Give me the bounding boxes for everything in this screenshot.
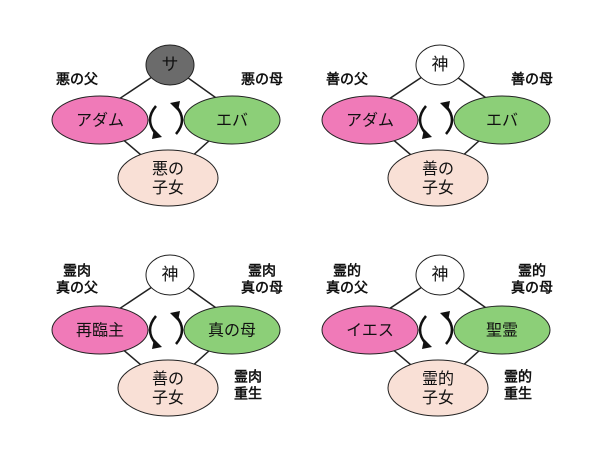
diagram-panel-3: 神善の子女再臨主真の母霊肉真の父霊肉真の母霊肉重生 bbox=[51, 254, 283, 417]
father-node bbox=[51, 305, 149, 355]
child-node bbox=[117, 149, 219, 207]
father-node bbox=[321, 95, 419, 145]
child-node-label: 霊的 bbox=[422, 369, 454, 388]
father-title-label: 霊的 bbox=[333, 263, 361, 280]
father-title-label: 善の父 bbox=[326, 71, 369, 88]
child-node-label: 子女 bbox=[152, 388, 184, 407]
exchange-arrows-icon bbox=[148, 101, 184, 139]
father-title-label: 真の父 bbox=[326, 279, 369, 296]
exchange-arrows-icon bbox=[148, 311, 184, 349]
child-node bbox=[387, 359, 489, 417]
child-node-label: 子女 bbox=[422, 388, 454, 407]
child-node bbox=[387, 149, 489, 207]
father-node-label: アダム bbox=[76, 111, 124, 130]
mother-title-label: 悪の母 bbox=[241, 72, 283, 88]
child-node-label: 善の bbox=[422, 159, 454, 178]
father-node-label: イエス bbox=[346, 321, 394, 340]
father-title-label: 霊肉 bbox=[63, 263, 91, 280]
diagram-panel-4: 神霊的子女イエス聖霊霊的真の父霊的真の母霊的重生 bbox=[321, 254, 553, 417]
rebirth-label: 霊肉 bbox=[234, 369, 262, 386]
top-node-label: 神 bbox=[432, 265, 449, 285]
father-node-label: アダム bbox=[346, 111, 394, 130]
father-node bbox=[51, 95, 149, 145]
father-node-label: 再臨主 bbox=[76, 321, 124, 340]
child-node-label: 悪の bbox=[152, 159, 184, 178]
mother-node bbox=[453, 95, 551, 145]
child-node-label: 善の bbox=[152, 369, 184, 388]
mother-title-label: 霊肉 bbox=[248, 263, 276, 280]
mother-title-label: 真の母 bbox=[241, 279, 283, 296]
rebirth-label: 重生 bbox=[234, 385, 262, 402]
father-title-label: 真の父 bbox=[56, 279, 99, 296]
mother-title-label: 真の母 bbox=[511, 279, 553, 296]
top-node-label: サ bbox=[162, 55, 179, 75]
rebirth-label: 霊的 bbox=[504, 369, 532, 386]
child-node-label: 子女 bbox=[422, 178, 454, 197]
top-node bbox=[415, 44, 465, 86]
top-node bbox=[415, 254, 465, 296]
exchange-arrows-icon bbox=[418, 311, 454, 349]
mother-node bbox=[183, 305, 281, 355]
top-node-label: 神 bbox=[432, 55, 449, 75]
top-node bbox=[145, 254, 195, 296]
top-node bbox=[145, 44, 195, 86]
mother-node bbox=[453, 305, 551, 355]
mother-node-label: 聖霊 bbox=[486, 321, 518, 340]
mother-title-label: 善の母 bbox=[511, 71, 553, 88]
child-node-label: 子女 bbox=[152, 178, 184, 197]
mother-node-label: エバ bbox=[486, 111, 518, 130]
mother-node bbox=[183, 95, 281, 145]
rebirth-label: 重生 bbox=[504, 385, 532, 402]
mother-node-label: エバ bbox=[216, 111, 248, 130]
father-title-label: 悪の父 bbox=[56, 72, 99, 88]
exchange-arrows-icon bbox=[418, 101, 454, 139]
top-node-label: 神 bbox=[162, 265, 179, 285]
child-node bbox=[117, 359, 219, 417]
father-node bbox=[321, 305, 419, 355]
mother-title-label: 霊的 bbox=[518, 263, 546, 280]
mother-node-label: 真の母 bbox=[208, 321, 256, 340]
